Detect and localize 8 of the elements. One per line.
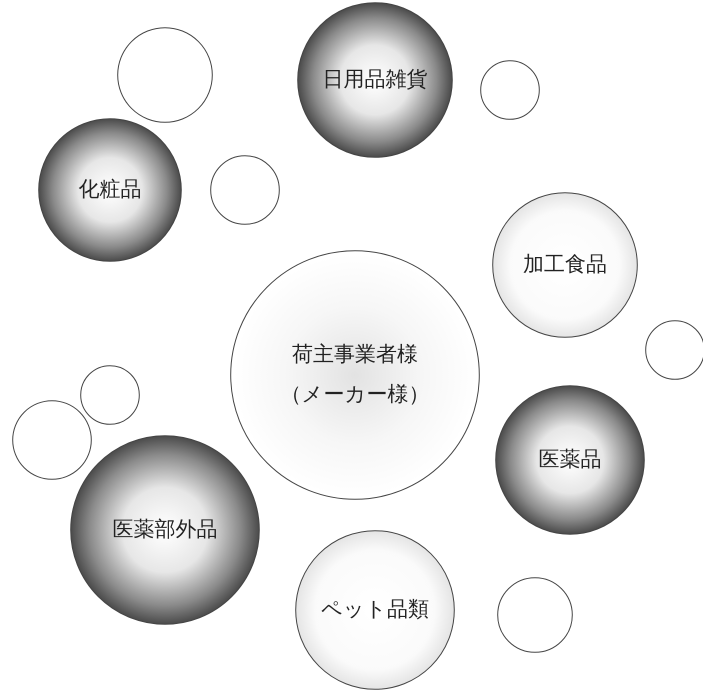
category-label: 医薬部外品 xyxy=(112,516,218,544)
category-label: 荷主事業者様 xyxy=(292,341,418,368)
category-label: ペット品類 xyxy=(321,596,429,624)
category-label: （メーカー様） xyxy=(280,381,430,408)
category-label: 医薬品 xyxy=(538,446,602,474)
category-label: 加工食品 xyxy=(523,251,607,278)
category-label: 日用品雑貨 xyxy=(322,66,428,94)
category-label: 化粧品 xyxy=(78,176,142,204)
